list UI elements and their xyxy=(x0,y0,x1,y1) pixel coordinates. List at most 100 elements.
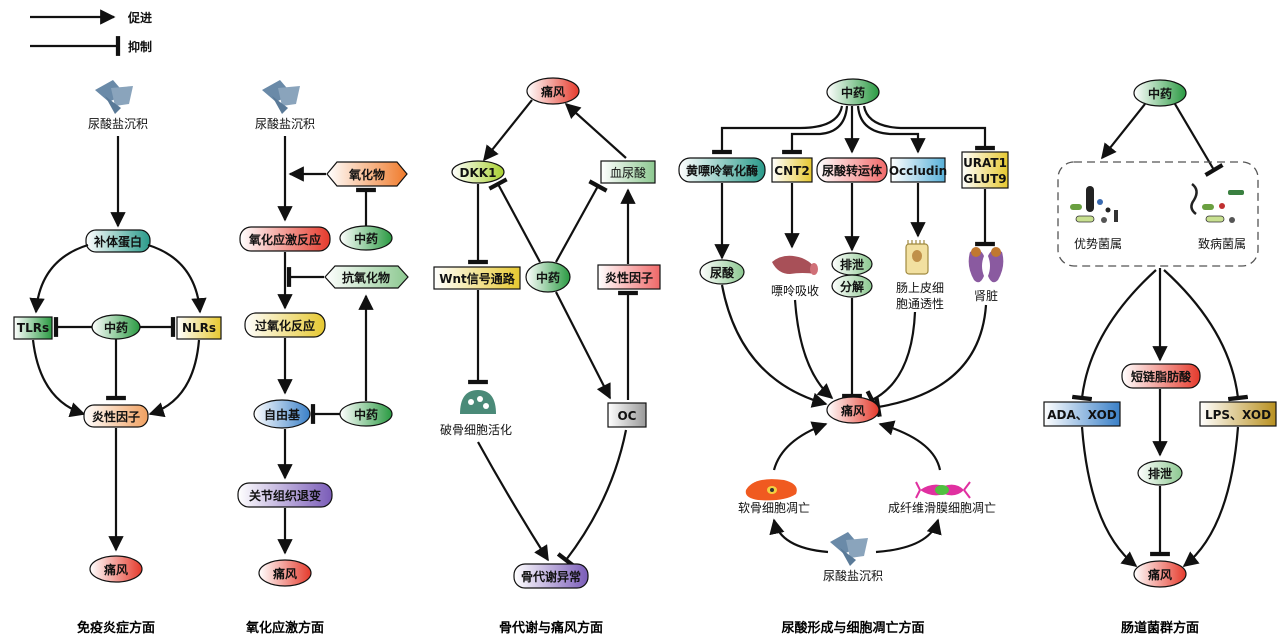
edge xyxy=(720,284,828,408)
node-dominant: 优势菌属 xyxy=(1074,237,1122,251)
edge xyxy=(772,421,828,471)
panel-title-urate: 尿酸形成与细胞凋亡方面 xyxy=(781,620,924,636)
microbiota-box xyxy=(1057,161,1259,267)
node-wnt-box xyxy=(433,266,521,290)
node-gout: 痛风 xyxy=(1147,567,1172,582)
node-tcm-ellipse xyxy=(826,78,880,106)
edge xyxy=(488,177,541,263)
node-excrete: 排泄 xyxy=(840,257,864,272)
node-scfa: 短链脂肪酸 xyxy=(1131,369,1192,384)
node-peroxide: 过氧化反应 xyxy=(255,318,315,333)
intestine-icon xyxy=(772,255,818,275)
node-gout: 痛风 xyxy=(540,84,565,99)
node-radical-ellipse xyxy=(253,399,311,429)
node-xo: 黄嘌呤氧化酶 xyxy=(686,163,758,178)
node-cnt2-box xyxy=(771,157,813,183)
edge xyxy=(477,441,549,562)
chondrocyte-icon xyxy=(745,479,797,501)
node-antiox-hex xyxy=(324,265,409,289)
node-glut9: GLUT9 xyxy=(963,172,1006,186)
panel-title-bone: 骨代谢与痛风方面 xyxy=(499,620,603,636)
node-joint: 关节组织退变 xyxy=(249,488,321,503)
legend: 促进 抑制 xyxy=(30,9,152,56)
node-transporter-box xyxy=(816,157,888,183)
node-lps: LPS、XOD xyxy=(1205,408,1271,422)
edge xyxy=(712,105,844,155)
osteoclast-icon xyxy=(460,390,496,414)
node-gout-ellipse xyxy=(826,396,880,424)
bacteria-icon xyxy=(1070,186,1118,223)
kidney-icon xyxy=(968,247,1004,283)
edge xyxy=(564,102,627,159)
node-occludin: Occludin xyxy=(889,164,947,178)
node-tcm1: 中药 xyxy=(354,231,378,246)
node-peroxide-box xyxy=(244,312,326,338)
node-gout-ellipse xyxy=(526,77,580,105)
node-tcm2: 中药 xyxy=(354,407,378,422)
edge xyxy=(769,518,829,554)
panel-title-gut: 肠道菌群方面 xyxy=(1121,620,1199,636)
node-serum-box xyxy=(600,160,656,184)
edge xyxy=(31,339,86,418)
node-oxide: 氧化物 xyxy=(348,167,385,182)
node-inflam: 炎性因子 xyxy=(92,409,140,424)
node-gout-ellipse xyxy=(89,555,143,583)
node-antiox: 抗氧化物 xyxy=(342,270,390,285)
edge xyxy=(862,105,995,151)
edge xyxy=(875,518,942,554)
node-tlrs: TLRs xyxy=(17,321,49,335)
node-inflam-box xyxy=(597,264,661,290)
node-abnormal-box xyxy=(513,563,589,589)
node-intestinal-1: 肠上皮细 xyxy=(896,281,944,295)
panel-gut: 中药 优势菌属 致病菌属 短链脂肪酸 ADA、XOD LPS、XOD xyxy=(1043,79,1277,636)
edge xyxy=(1182,426,1240,567)
node-stress: 氧化应激反应 xyxy=(248,232,321,247)
edge xyxy=(1163,269,1249,402)
node-urate-deposit: 尿酸盐沉积 xyxy=(823,568,883,583)
edge xyxy=(1174,103,1224,177)
legend-promote-label: 促进 xyxy=(127,10,152,25)
node-ada: ADA、XOD xyxy=(1047,408,1117,422)
panel-urate: 中药 黄嘌呤氧化酶 CNT2 尿酸转运体 Occludin URAT1 GLUT… xyxy=(678,78,1009,636)
edge xyxy=(147,243,207,314)
panel-title-immune: 免疫炎症方面 xyxy=(77,620,155,636)
node-tcm: 中药 xyxy=(841,85,865,100)
node-gout: 痛风 xyxy=(272,566,297,581)
node-occludin-box xyxy=(890,157,946,183)
node-uric: 尿酸 xyxy=(710,265,735,280)
node-decompose: 分解 xyxy=(840,279,864,294)
node-cnt2: CNT2 xyxy=(774,164,809,178)
panel-oxidative: 尿酸盐沉积 氧化物 中药 氧化应激反应 抗氧化物 过氧化反应 自由基 中药 关节… xyxy=(237,80,409,636)
node-excrete: 排泄 xyxy=(1148,466,1172,481)
node-radical: 自由基 xyxy=(264,407,301,422)
node-tcm1-ellipse xyxy=(339,225,393,251)
edge xyxy=(1101,103,1146,160)
node-scfa-box xyxy=(1121,363,1201,389)
node-joint-box xyxy=(237,482,333,508)
edge xyxy=(556,429,628,568)
edge xyxy=(483,99,533,162)
node-tcm: 中药 xyxy=(104,320,128,335)
node-osteoclast: 破骨细胞活化 xyxy=(440,422,512,437)
crystal-icon xyxy=(262,80,300,114)
edge xyxy=(29,243,89,314)
panel-title-oxidative: 氧化应激方面 xyxy=(245,620,324,636)
node-urat1: URAT1 xyxy=(963,156,1007,170)
node-complement: 补体蛋白 xyxy=(93,234,142,249)
node-urat1-box xyxy=(961,151,1009,189)
node-abnormal: 骨代谢异常 xyxy=(521,569,581,584)
synovial-icon xyxy=(915,481,971,499)
node-cartilage: 软骨细胞凋亡 xyxy=(738,501,810,515)
edge xyxy=(555,179,608,263)
node-stress-box xyxy=(239,226,331,252)
edge xyxy=(874,304,988,418)
node-oc-box xyxy=(607,402,647,428)
node-intestinal-2: 胞通透性 xyxy=(896,297,944,311)
node-tcm-ellipse xyxy=(525,261,571,293)
cell-icon xyxy=(905,240,929,275)
edge xyxy=(793,299,834,400)
panel-bone: 痛风 DKK1 血尿酸 Wnt信号通路 中药 炎性因子 破骨细胞活化 OC 骨代… xyxy=(433,77,661,636)
node-nlrs-box xyxy=(176,316,222,340)
edge xyxy=(782,105,849,155)
